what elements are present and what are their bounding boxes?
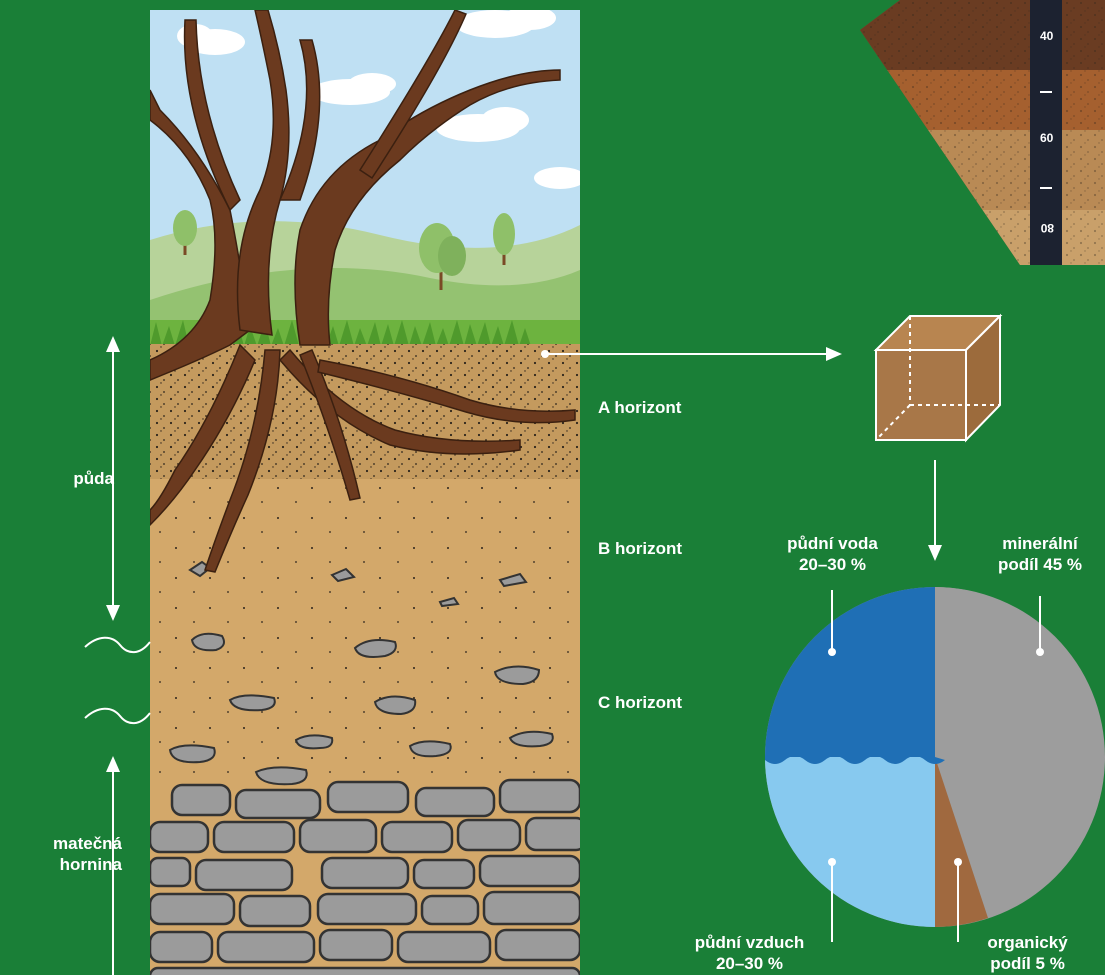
soil-profile-photo [860, 0, 1105, 265]
soil-label: půda [73, 469, 114, 488]
mineral-label-line2: podíl 45 % [997, 555, 1083, 574]
mineral-label: minerální podíl 45 % [975, 533, 1105, 575]
small-trees [173, 210, 515, 290]
water-label: půdní voda 20–30 % [760, 533, 905, 575]
depth-arrows [84, 336, 151, 975]
soil-profile-illustration [150, 10, 580, 975]
air-label: půdní vzduch 20–30 % [672, 932, 827, 974]
arrow-head-up-2 [106, 756, 120, 772]
arrow-head-down [106, 605, 120, 621]
parent-rock-label-line1: matečná [53, 834, 122, 853]
soil-sample-cube [873, 313, 1003, 443]
ruler-tick-80: 80 [1040, 221, 1054, 235]
parent-rock-label-line2: hornina [59, 855, 122, 874]
ruler-tick-labels: 40 60 80 [1040, 29, 1054, 235]
slice-organic [935, 757, 988, 927]
slice-mineral [935, 587, 1104, 918]
ruler-tick-60: 60 [1040, 131, 1054, 145]
arrow-head-up [106, 336, 120, 352]
bedrock [150, 778, 580, 975]
horizon-c-label: C horizont [598, 693, 683, 712]
air-label-line2: 20–30 % [715, 954, 784, 973]
stones [168, 560, 554, 786]
wavy-break-2 [84, 707, 151, 725]
organic-label-line2: podíl 5 % [990, 954, 1065, 973]
composition-pie [765, 587, 1105, 942]
parent-rock-label: matečná hornina [0, 833, 122, 875]
mineral-label-line1: minerální [1002, 534, 1078, 553]
air-label-line1: půdní vzduch [694, 933, 805, 952]
tree [150, 10, 576, 573]
ruler-tick-40: 40 [1040, 29, 1054, 43]
measuring-ruler [1030, 0, 1062, 265]
wavy-break-1 [84, 636, 151, 654]
organic-label-line1: organický [987, 933, 1068, 952]
pie-leaders [828, 590, 1044, 942]
horizon-a-label: A horizont [598, 398, 682, 417]
slice-water [765, 587, 935, 757]
horizon-b-label: B horizont [598, 539, 683, 558]
organic-label: organický podíl 5 % [965, 932, 1090, 974]
connector [541, 347, 942, 561]
water-label-line1: půdní voda [787, 534, 878, 553]
water-label-line2: 20–30 % [798, 555, 867, 574]
water-wave [765, 756, 945, 764]
slice-air [765, 757, 935, 927]
